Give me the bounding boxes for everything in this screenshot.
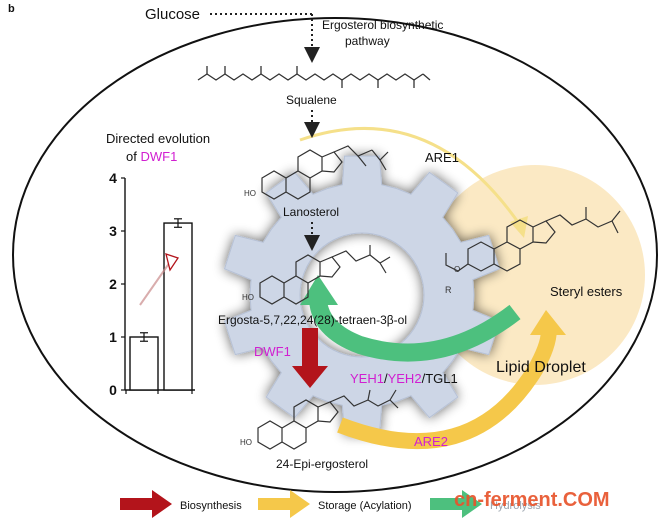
slash-1: / [384,371,388,386]
hydrolase-labels: YEH1/YEH2/TGL1 [350,371,458,386]
chart-title-prefix: of [126,149,140,164]
are2-arrow [337,322,557,450]
are1-label: ARE1 [425,150,459,165]
improvement-arrow [139,261,171,306]
lanosterol-structure [261,145,389,200]
ho-label-lanosterol: HO [244,189,256,198]
dwf1-enzyme-label: DWF1 [254,344,291,359]
legend-label-storage: Storage (Acylation) [318,500,412,512]
dwf1-arrow-body [302,328,318,368]
legend-arrow-biosynthesis [120,490,172,518]
chart-title-line1: Directed evolution [106,131,210,146]
are2-arrowhead [530,310,566,335]
glucose-label: Glucose [145,6,200,23]
bar [163,222,193,391]
yeh1-label: YEH1 [350,371,384,386]
y-tick-label: 0 [109,382,117,398]
steryl-ester-structure [445,207,621,272]
slash-2: / [422,371,426,386]
epi-ergosterol-structure [257,389,399,450]
bar [129,336,159,391]
squalene-structure [197,73,424,81]
watermark: cn-ferment.COM [454,489,610,511]
y-tick-label: 4 [109,170,117,186]
lanosterol-label: Lanosterol [283,205,339,219]
bar-chart: 0 1 2 3 4 [109,170,195,398]
ergosta-label: Ergosta-5,7,22,24(28)-tetraen-3β-ol [218,313,407,327]
legend: Biosynthesis Storage (Acylation) Hydroly… [120,490,541,518]
panel-label: b [8,3,15,15]
yeh2-label: YEH2 [388,371,422,386]
improvement-arrowhead [165,253,180,272]
r-label: R [445,285,452,295]
chart-title-highlight: DWF1 [140,149,177,164]
are1-arrow [299,127,522,226]
are2-label: ARE2 [414,434,448,449]
cell-outline [12,17,658,493]
ho-label-epi: HO [240,438,252,447]
y-tick-label: 2 [109,276,117,292]
o-label: O [454,265,460,274]
epi-ergosterol-label: 24-Epi-ergosterol [276,457,368,471]
y-tick-label: 1 [109,329,117,345]
y-tick-label: 3 [109,223,117,239]
hydrolysis-arrowhead [300,275,338,305]
ho-label-ergosta: HO [242,293,254,302]
legend-label-hydrolysis: Hydrolysis [490,500,541,512]
hydrolysis-arrow [309,298,521,362]
ergosta-structure [259,245,391,305]
tgl1-label: TGL1 [425,371,458,386]
lipid-droplet-label: Lipid Droplet [496,359,586,376]
dwf1-arrowhead [292,366,328,388]
chart-title-line2: of DWF1 [126,149,177,164]
legend-arrow-storage [258,490,310,518]
pathway-label-line1: Ergosterol biosynthetic [322,18,443,32]
steryl-esters-label: Steryl esters [550,284,623,299]
legend-label-biosynthesis: Biosynthesis [180,500,242,512]
pathway-label-line2: pathway [345,34,390,48]
squalene-branches [206,66,431,88]
legend-arrow-hydrolysis [430,490,482,518]
squalene-label: Squalene [286,93,337,107]
